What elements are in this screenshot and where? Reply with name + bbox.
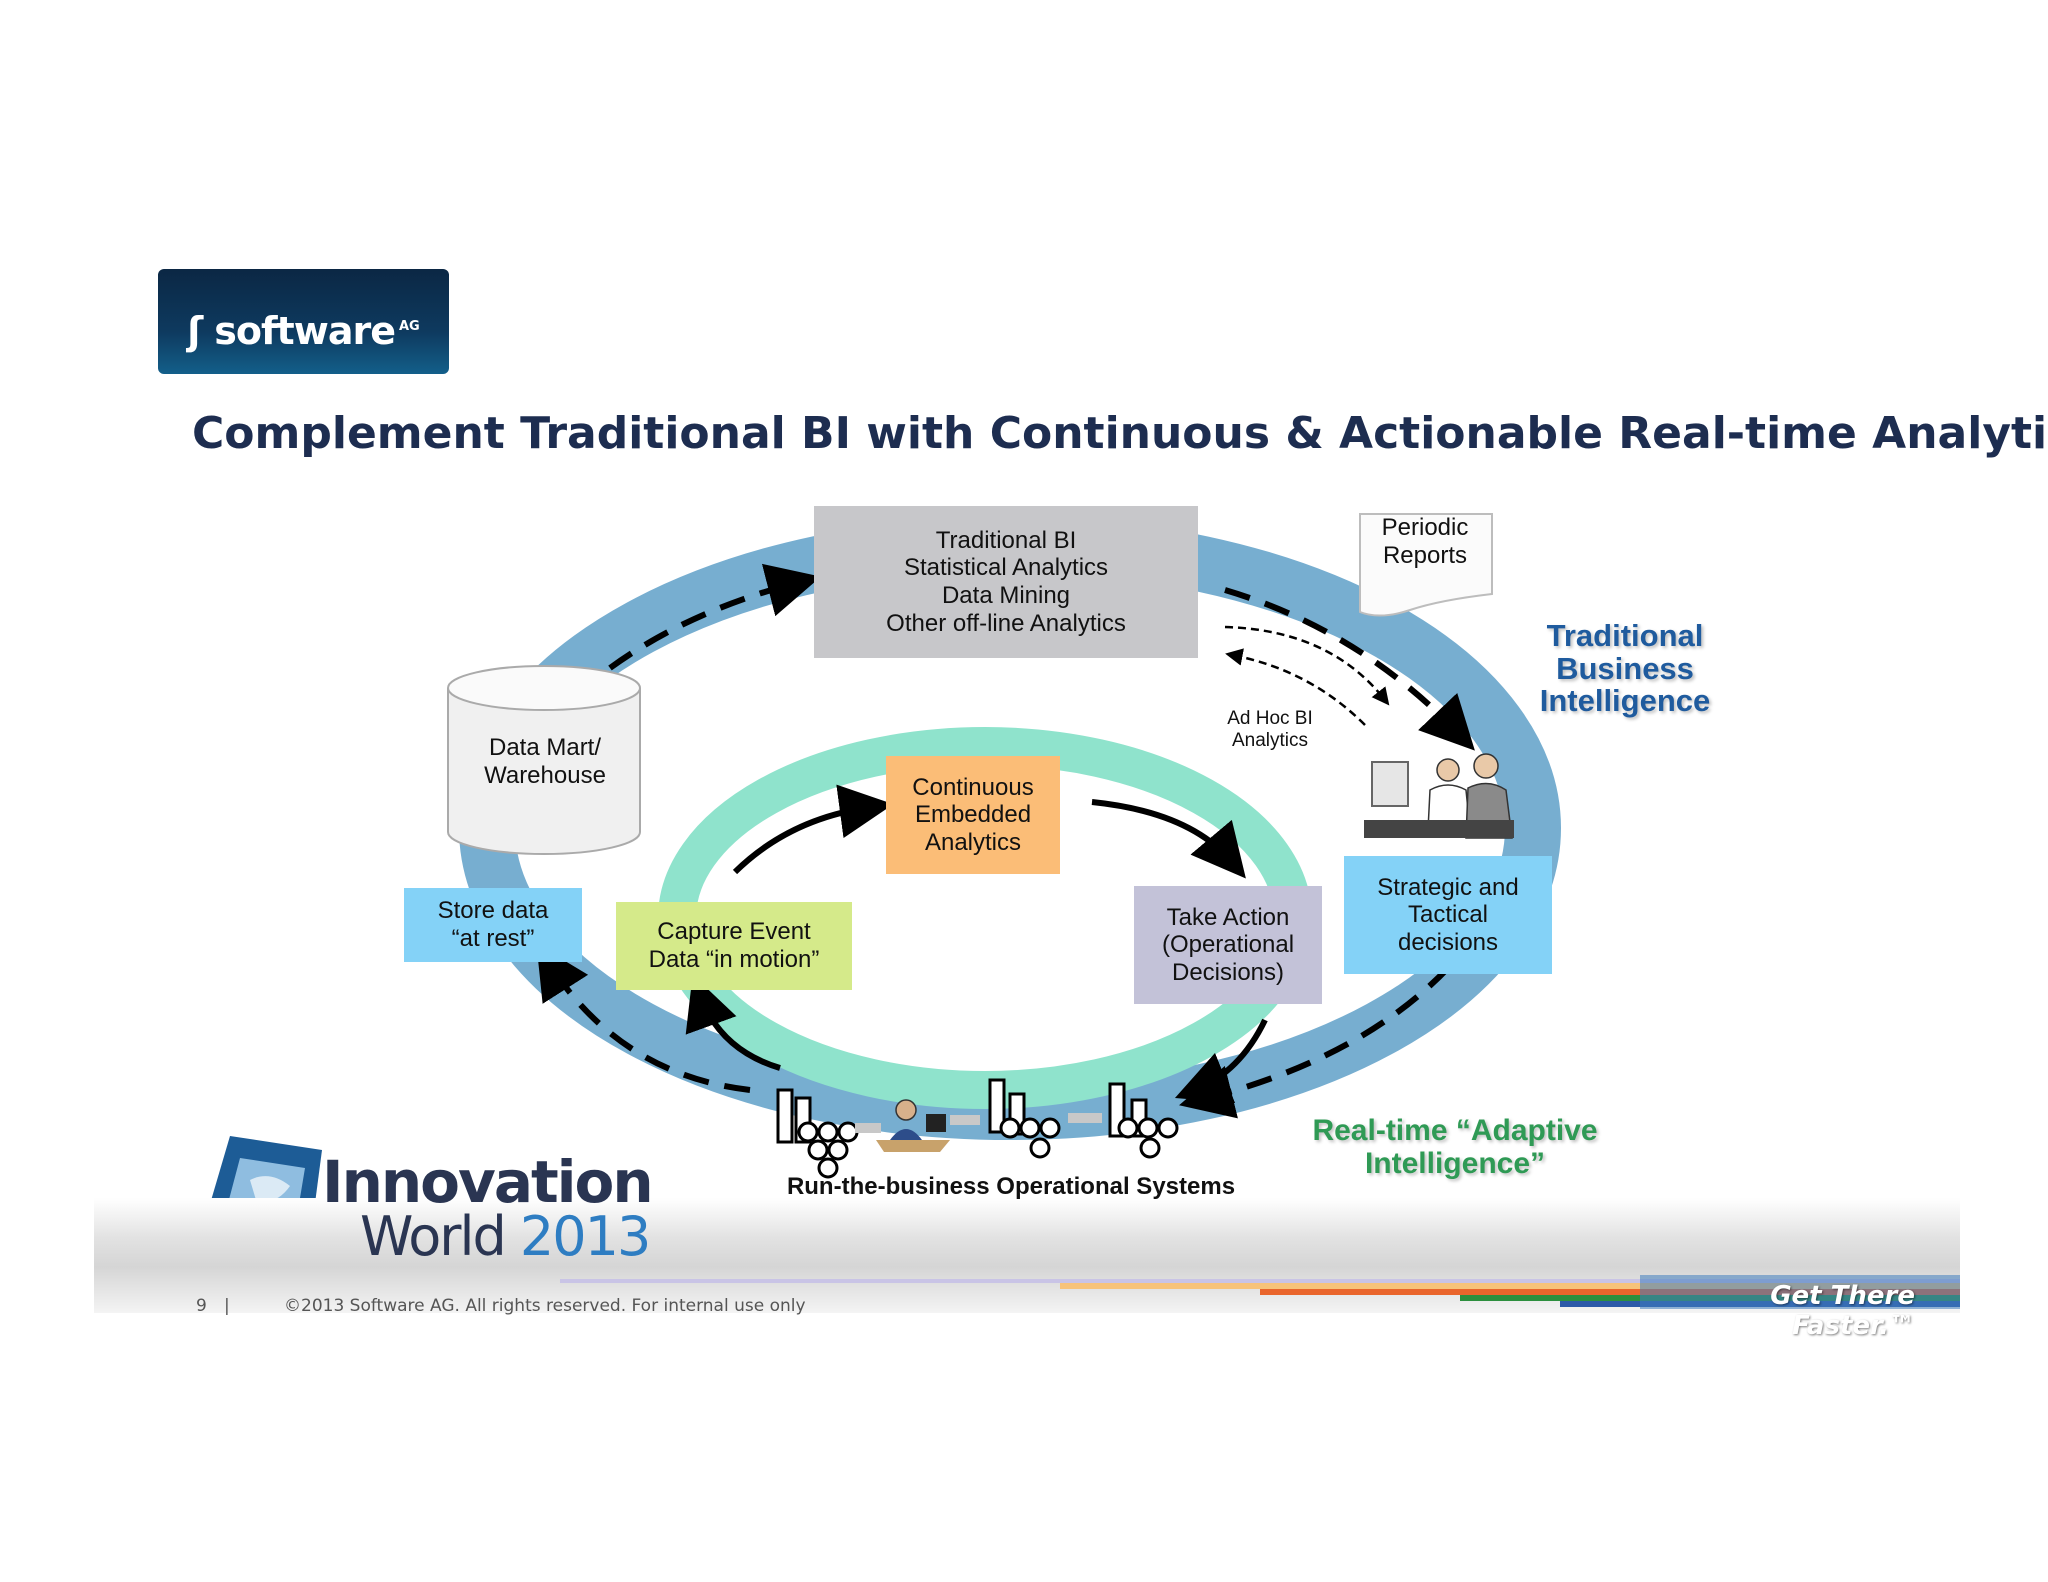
rtai-line: Intelligence” (1364, 1147, 1546, 1180)
event-year: 2013 (519, 1205, 651, 1268)
logo-ag: AG (398, 319, 420, 335)
strategic-line: Strategic and (1377, 873, 1519, 901)
take-action-box: Take Action (Operational Decisions) (1134, 886, 1322, 1004)
capture-event-box: Capture Event Data “in motion” (616, 902, 852, 990)
tagline: Get There Faster.™ (1770, 1281, 1915, 1341)
take-action-line: (Operational (1161, 931, 1295, 959)
footer-separator: | (224, 1296, 230, 1316)
store-data-line: “at rest” (451, 925, 535, 952)
store-data-line: Store data (437, 897, 549, 925)
arrow-capture-to-continuous (732, 784, 894, 875)
store-data-box: Store data “at rest” (404, 888, 582, 962)
continuous-line: Analytics (924, 828, 1022, 856)
strategic-line: decisions (1397, 928, 1499, 956)
arrow-bi-to-strategic (1224, 587, 1475, 751)
traditional-bi-line: Statistical Analytics (903, 554, 1109, 582)
operator-at-desk-icon (876, 1099, 950, 1152)
arrow-warehouse-to-bi (608, 563, 821, 671)
ad-hoc-line: Ad Hoc BI (1227, 708, 1313, 730)
analysts-at-desk-icon (1364, 753, 1514, 839)
traditional-bi-line: Data Mining (941, 582, 1071, 609)
arrow-ops-to-capture (685, 974, 781, 1071)
logo-s-icon: ʃ (187, 309, 215, 353)
continuous-line: Embedded (914, 801, 1032, 829)
ad-hoc-line: Analytics (1231, 730, 1309, 751)
document-icon (1359, 513, 1493, 617)
ad-hoc-bi-label: Ad Hoc BI Analytics (1210, 708, 1330, 752)
tbi-line: Traditional (1546, 618, 1704, 653)
periodic-reports-line: Periodic (1381, 514, 1469, 542)
take-action-line: Take Action (1166, 903, 1290, 931)
data-mart-line: Warehouse (484, 762, 606, 789)
event-name-line2: World 2013 (360, 1205, 651, 1268)
event-world: World (360, 1205, 520, 1268)
tbi-line: Intelligence (1539, 683, 1711, 719)
footer-color-stripes (560, 1275, 1960, 1309)
arrow-adhoc-to-bi (1225, 648, 1366, 726)
capture-event-line: Capture Event (657, 918, 811, 946)
strategic-decisions-box: Strategic and Tactical decisions (1344, 856, 1552, 974)
database-cylinder-icon (447, 665, 641, 855)
link-connectors (855, 1113, 1102, 1133)
operational-systems-label: Run-the-business Operational Systems (786, 1173, 1236, 1201)
arrow-continuous-to-action (1091, 799, 1246, 879)
continuous-line: Continuous (912, 773, 1034, 801)
arrow-action-to-ops (1174, 1018, 1268, 1104)
operational-systems-icons (776, 1078, 1179, 1179)
arrow-strategic-to-ops (1179, 965, 1451, 1119)
arrow-ops-to-store (536, 943, 751, 1093)
tbi-line: Business (1556, 650, 1694, 686)
slide-title: Complement Traditional BI with Continuou… (192, 408, 2048, 459)
copyright-notice: ©2013 Software AG. All rights reserved. … (284, 1296, 806, 1316)
logo-word: software (214, 309, 396, 353)
continuous-analytics-box: Continuous Embedded Analytics (886, 756, 1060, 874)
periodic-reports-line: Reports (1382, 542, 1468, 569)
capture-event-line: Data “in motion” (648, 946, 820, 973)
real-time-adaptive-intelligence-label: Real-time “Adaptive Intelligence” (1290, 1114, 1620, 1180)
traditional-bi-box: Traditional BI Statistical Analytics Dat… (814, 506, 1198, 658)
rtai-line: Real-time “Adaptive (1312, 1114, 1598, 1147)
data-mart-label: Data Mart/ Warehouse (460, 734, 630, 790)
arrow-bi-to-adhoc (1224, 625, 1390, 706)
page-number: 9 (196, 1296, 207, 1316)
strategic-line: Tactical (1407, 901, 1489, 929)
take-action-line: Decisions) (1171, 958, 1285, 986)
periodic-reports-label: Periodic Reports (1362, 514, 1488, 569)
traditional-bi-line: Traditional BI (935, 526, 1077, 554)
traditional-business-intelligence-label: Traditional Business Intelligence (1520, 618, 1730, 719)
traditional-bi-line: Other off-line Analytics (886, 609, 1126, 637)
data-mart-line: Data Mart/ (488, 734, 602, 762)
event-name-line1: Innovation (322, 1148, 654, 1216)
